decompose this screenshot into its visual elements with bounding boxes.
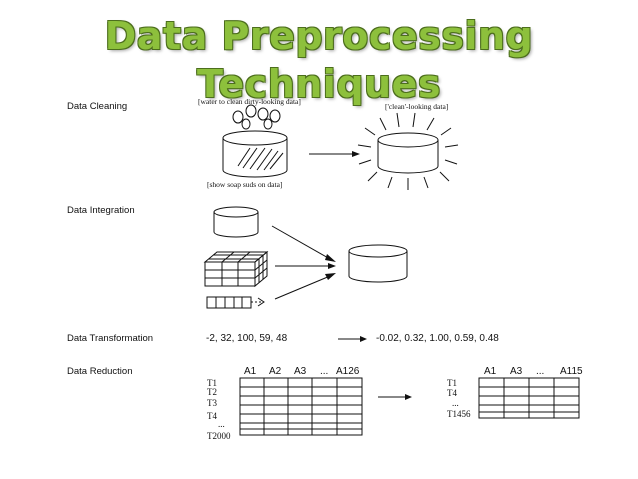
- left-header-a126: A126: [336, 366, 359, 377]
- clean-note: ['clean'-looking data]: [385, 102, 448, 111]
- source-cylinder: [214, 207, 258, 237]
- label-data-reduction: Data Reduction: [67, 366, 132, 377]
- left-row-t2: T2: [207, 387, 217, 397]
- label-data-cleaning: Data Cleaning: [67, 101, 127, 112]
- right-header-ellipsis: ...: [536, 366, 544, 377]
- water-note: [water to clean dirty-looking data]: [198, 97, 301, 106]
- raw-values: -2, 32, 100, 59, 48: [206, 333, 287, 344]
- soap-bubbles: [233, 105, 280, 129]
- label-data-transformation: Data Transformation: [67, 333, 153, 344]
- flat-file-table: [207, 297, 264, 308]
- left-row-t2000: T2000: [207, 431, 231, 441]
- integration-arrow-1: [272, 226, 330, 259]
- left-row-t4: T4: [207, 411, 217, 421]
- label-data-integration: Data Integration: [67, 205, 135, 216]
- dirty-data-cylinder: [223, 131, 287, 177]
- sparkle-rays: [358, 113, 458, 190]
- right-header-a115: A115: [560, 366, 583, 377]
- right-header-a3: A3: [510, 366, 522, 377]
- normalized-values: -0.02, 0.32, 1.00, 0.59, 0.48: [376, 333, 499, 344]
- left-row-ellipsis: ...: [218, 419, 225, 429]
- left-header-a2: A2: [269, 366, 281, 377]
- right-row-t4: T4: [447, 388, 457, 398]
- clean-data-cylinder: [378, 133, 438, 173]
- reduced-table-grid: [479, 378, 579, 418]
- integrated-cylinder: [349, 245, 407, 282]
- original-table-grid: [240, 378, 362, 435]
- integration-arrow-3: [275, 276, 330, 299]
- right-row-ellipsis: ...: [452, 398, 459, 408]
- left-header-a1: A1: [244, 366, 256, 377]
- left-row-t3: T3: [207, 398, 217, 408]
- left-header-ellipsis: ...: [320, 366, 328, 377]
- soap-note: [show soap suds on data]: [207, 180, 282, 189]
- left-header-a3: A3: [294, 366, 306, 377]
- data-cube: [205, 252, 267, 286]
- right-row-t1: T1: [447, 378, 457, 388]
- right-header-a1: A1: [484, 366, 496, 377]
- right-row-t1456: T1456: [447, 409, 471, 419]
